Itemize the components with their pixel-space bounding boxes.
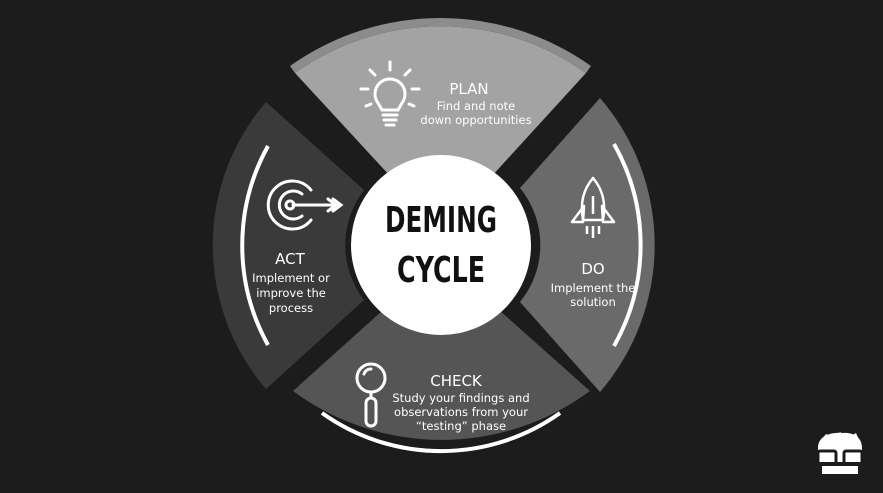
do-heading: DO [581, 260, 604, 278]
act-heading: ACT [275, 250, 305, 268]
title-line-1: DEMING [385, 200, 497, 241]
plan-desc-line-2: down opportunities [420, 113, 531, 127]
do-desc-line-1: Implement the [551, 281, 636, 295]
act-desc-line-3: process [269, 301, 313, 315]
ring-arc-act [240, 145, 270, 346]
do-segment [520, 98, 655, 392]
plan-outer-band [290, 18, 591, 73]
plan-desc-line-1: Find and note [437, 99, 515, 113]
rocket-icon [570, 176, 616, 238]
ring-arc-check [320, 411, 562, 454]
plan-segment [295, 26, 586, 177]
plan-heading: PLAN [449, 80, 488, 98]
magnifier-icon [355, 362, 387, 428]
nerd-face-logo [816, 432, 864, 474]
check-desc-line-3: “testing” phase [416, 419, 506, 433]
ring-arc-do [612, 143, 643, 347]
check-heading: CHECK [430, 372, 483, 390]
check-desc-line-1: Study your findings and [392, 391, 529, 405]
center-circle [351, 155, 531, 335]
act-desc-line-1: Implement or [252, 271, 330, 285]
act-segment [212, 102, 364, 389]
lightbulb-icon [359, 60, 421, 127]
act-desc-line-2: improve the [256, 286, 326, 300]
do-desc-line-2: solution [570, 295, 616, 309]
check-desc-line-2: observations from your [394, 405, 528, 419]
target-arrow-icon [266, 179, 344, 231]
title-line-2: CYCLE [397, 250, 485, 291]
